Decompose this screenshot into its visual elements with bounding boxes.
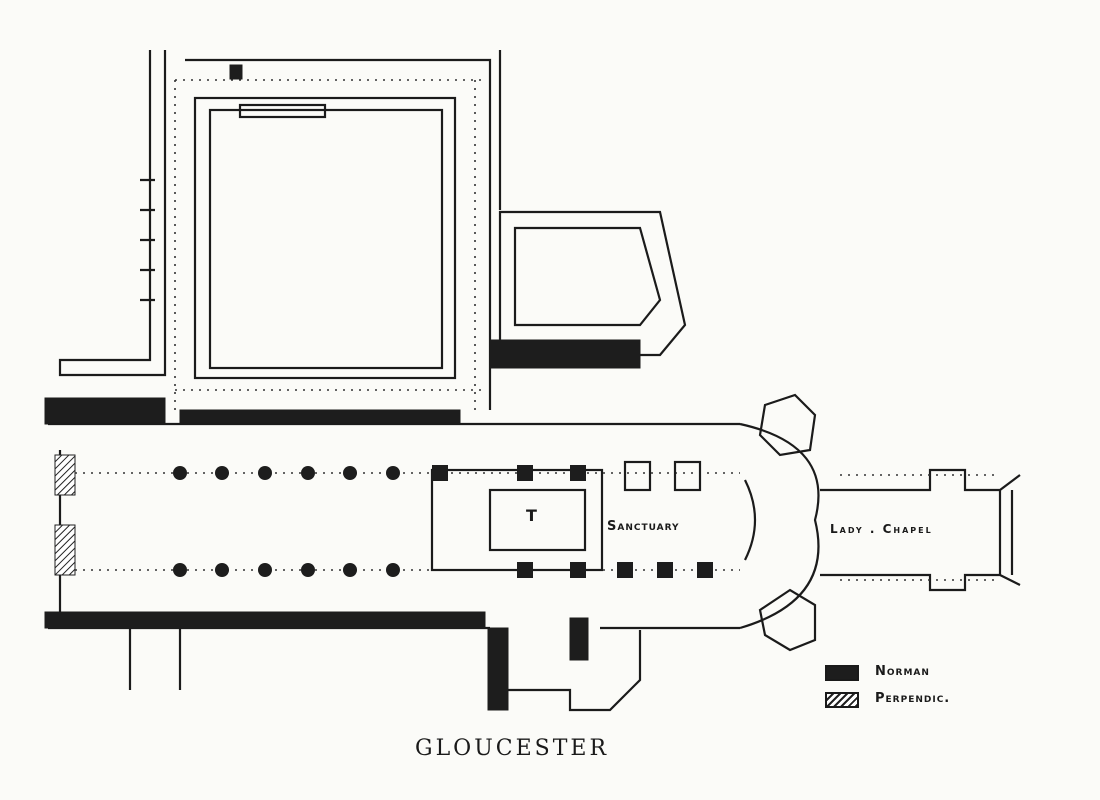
sanctuary-label: Sanctuary [607, 519, 680, 534]
lady-chapel-label: Lady . Chapel [830, 522, 933, 536]
pier [386, 563, 400, 577]
pier [173, 563, 187, 577]
pier [301, 563, 315, 577]
chapter-house [489, 210, 687, 369]
cloister [58, 50, 502, 410]
legend-perpendicular-swatch [825, 692, 859, 708]
pier [215, 563, 229, 577]
pier [570, 562, 586, 578]
pier [386, 466, 400, 480]
pier [258, 563, 272, 577]
pier [570, 465, 586, 481]
plan-title: GLOUCESTER [415, 736, 610, 761]
pier [432, 465, 448, 481]
legend-norman-label: Norman [875, 664, 930, 679]
pier [517, 465, 533, 481]
pier [343, 466, 357, 480]
nave [44, 397, 740, 712]
legend-norman-swatch [825, 665, 859, 681]
t-mark: T [526, 506, 538, 525]
pier [657, 562, 673, 578]
legend-perpendicular-label: Perpendic. [875, 691, 951, 706]
pier [301, 466, 315, 480]
pier [173, 466, 187, 480]
pier [697, 562, 713, 578]
pier [258, 466, 272, 480]
lady-chapel [820, 468, 1021, 592]
pier [215, 466, 229, 480]
pier [343, 563, 357, 577]
apse [739, 393, 820, 652]
pier [617, 562, 633, 578]
nave-piers [173, 465, 713, 578]
pier [517, 562, 533, 578]
